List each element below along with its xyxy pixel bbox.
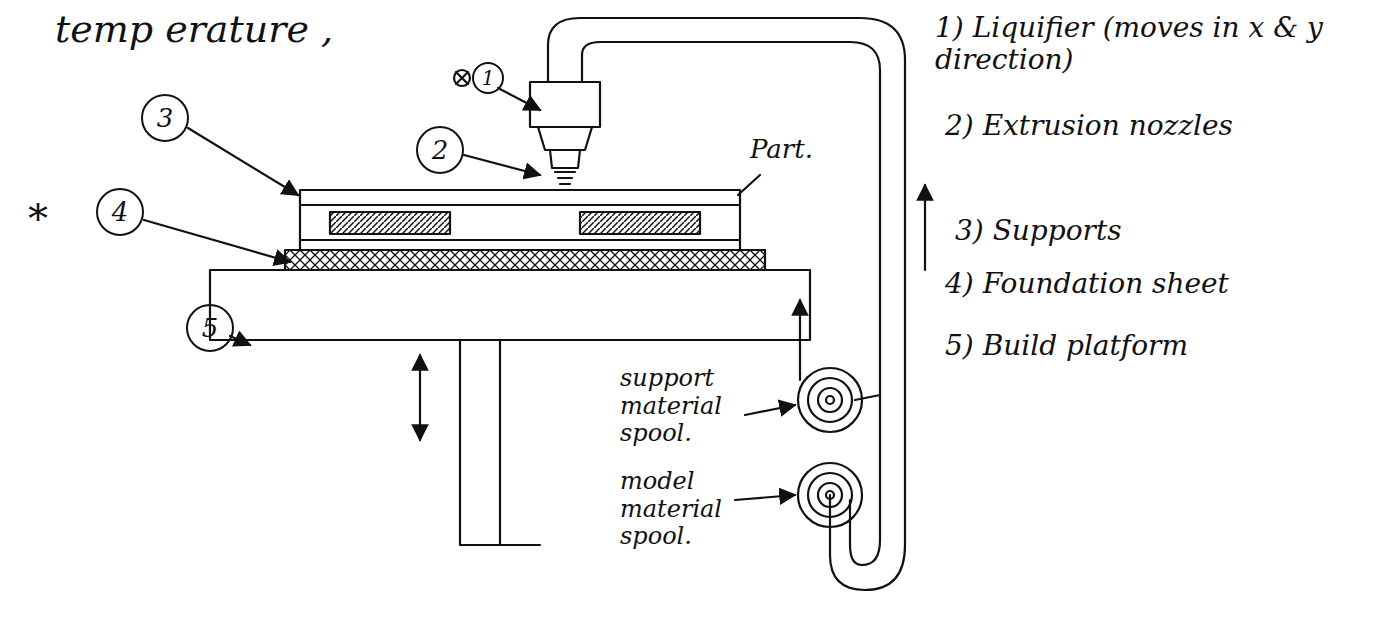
nozzle-thread — [555, 172, 575, 184]
platform-stem — [460, 340, 540, 545]
extrusion-nozzle — [538, 127, 592, 168]
feed-arrow — [924, 185, 926, 270]
leader-line — [498, 88, 540, 110]
support-spool — [798, 368, 862, 432]
callout-number: 1 — [482, 66, 495, 90]
build-platform — [210, 270, 810, 340]
leader-line — [738, 175, 760, 195]
part-label: support material spool. — [620, 365, 750, 448]
feed-arrow — [799, 300, 801, 380]
legend-note: 1) Liquifier (moves in x & y direction) — [935, 12, 1365, 76]
x-mark — [454, 70, 470, 86]
foundation-sheet — [285, 250, 765, 270]
callout-circle: 2 — [416, 126, 464, 174]
part-label: temp erature , — [55, 8, 455, 52]
model-spool — [798, 463, 862, 527]
leader-line — [230, 336, 250, 345]
callout-number: 3 — [157, 103, 174, 133]
callout-number: 4 — [112, 197, 129, 227]
callout-circle: 4 — [96, 188, 144, 236]
feed-tube — [548, 18, 905, 590]
support-feed — [855, 395, 880, 400]
liquifier-head — [530, 82, 600, 127]
legend-note: 5) Build platform — [945, 330, 1345, 362]
callout-number: 5 — [202, 313, 219, 343]
support-region — [580, 212, 700, 234]
legend-note: 3) Supports — [955, 215, 1335, 247]
callout-circle: 5 — [186, 304, 234, 352]
part-label: Part. — [750, 135, 860, 165]
callout-number: 2 — [432, 135, 449, 165]
motion-arrow — [419, 355, 421, 440]
leader-line — [745, 405, 795, 415]
part-layer — [300, 205, 740, 240]
callout-circle: 1 — [472, 62, 504, 94]
leader-line — [464, 155, 540, 175]
feed-tube — [582, 42, 880, 565]
leader-line — [735, 495, 795, 500]
part-label: * — [28, 195, 68, 241]
leader-line — [188, 128, 298, 195]
legend-note: 2) Extrusion nozzles — [945, 110, 1345, 142]
support-region — [330, 212, 450, 234]
leader-line — [144, 220, 290, 262]
part-label: model material spool. — [620, 468, 750, 551]
legend-note: 4) Foundation sheet — [945, 268, 1345, 300]
callout-circle: 3 — [141, 94, 189, 142]
x-mark — [456, 72, 468, 84]
part-outline — [300, 190, 740, 250]
